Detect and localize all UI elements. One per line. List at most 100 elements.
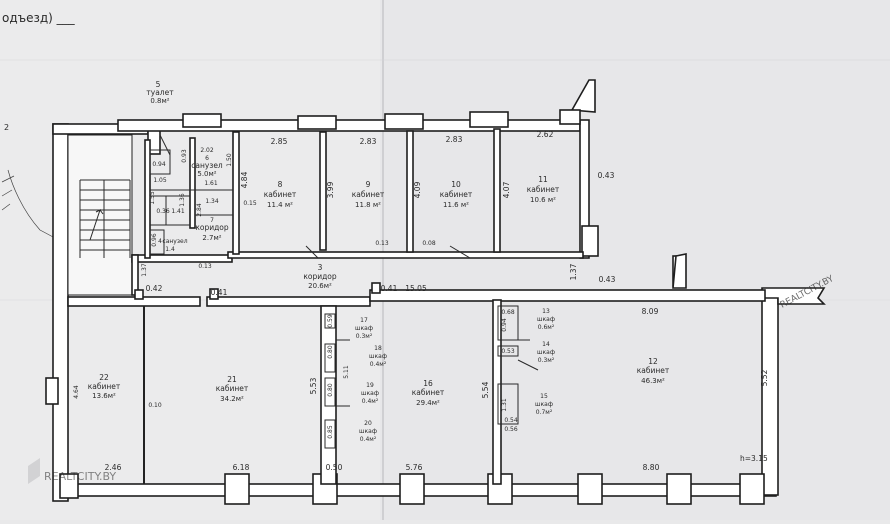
dimension-label: 0.36 bbox=[156, 208, 170, 215]
room-name: санузел bbox=[191, 161, 223, 170]
dimension-label: 0.59 bbox=[327, 314, 334, 328]
room-number: 22 bbox=[99, 373, 109, 382]
room-name: шкаф bbox=[355, 325, 373, 332]
room-label-13: 13 шкаф 0.6м² bbox=[537, 308, 555, 331]
room-area: 0.4м² bbox=[360, 436, 377, 443]
room-name: кабинет bbox=[352, 190, 385, 199]
room-area: 0.8м² bbox=[150, 97, 169, 105]
dimension-label: 0.41 bbox=[211, 288, 228, 297]
room-name: кабинет bbox=[216, 384, 249, 393]
dimension-label: 0.94 bbox=[501, 318, 508, 332]
dimension-label: 6.18 bbox=[233, 463, 250, 472]
dimension-label: 8.09 bbox=[642, 307, 659, 316]
room-area: 2.7м² bbox=[202, 234, 221, 242]
dimension-label: 15.05 bbox=[405, 284, 427, 293]
dimension-label: 1.34 bbox=[205, 198, 219, 205]
dimension-labels: 2.85 2.83 2.83 2.62 0.43 0.43 1.37 1.37 … bbox=[73, 130, 769, 472]
dimension-label: 2.46 bbox=[105, 463, 122, 472]
room-name: кабинет bbox=[440, 190, 473, 199]
room-label-5: 5 туалет 0.8м² bbox=[146, 80, 174, 105]
dimension-label: 0.85 bbox=[327, 425, 334, 439]
dimension-label: 0.13 bbox=[198, 263, 212, 270]
header-text: одъезд) ___ bbox=[2, 11, 76, 25]
dimension-label: 0.53 bbox=[501, 348, 515, 355]
dimension-label: 0.50 bbox=[326, 463, 343, 472]
room-number: 19 bbox=[366, 382, 374, 389]
dimension-label: 0.56 bbox=[504, 426, 518, 433]
room-number: 6 bbox=[205, 155, 209, 162]
room-label-8: 8 кабинет 11.4 м² bbox=[264, 180, 297, 209]
room-number: 16 bbox=[423, 379, 433, 388]
dimension-label: 0.93 bbox=[181, 149, 188, 163]
dimension-label: 4.64 bbox=[73, 385, 80, 399]
room-name: шкаф bbox=[537, 316, 555, 323]
dimension-label: 0.42 bbox=[146, 284, 163, 293]
dimension-label: 2.83 bbox=[360, 137, 377, 146]
room-area: 11.8 м² bbox=[355, 201, 381, 209]
room-label-7: 7 коридор 2.7м² bbox=[195, 217, 229, 242]
room-number: 11 bbox=[538, 175, 548, 184]
room-area: 10.6 м² bbox=[530, 196, 556, 204]
room-name: шкаф bbox=[361, 390, 379, 397]
room-number: 3 bbox=[318, 263, 323, 272]
room-area: 46.3м² bbox=[641, 377, 665, 385]
height-note: h=3.15 bbox=[740, 454, 768, 463]
room-number: 18 bbox=[374, 345, 382, 352]
dimension-label: 0.13 bbox=[375, 240, 389, 247]
corner-mark: 2 bbox=[4, 123, 9, 132]
room-name: коридор bbox=[303, 272, 337, 281]
room-number: 8 bbox=[278, 180, 283, 189]
room-label-16: 16 кабинет 29.4м² bbox=[412, 379, 445, 407]
room-name: коридор bbox=[195, 223, 229, 232]
room-number: 15 bbox=[540, 393, 548, 400]
dimension-label: 1.36 bbox=[179, 193, 186, 207]
room-area: 29.4м² bbox=[416, 399, 440, 407]
room-number: 10 bbox=[451, 180, 461, 189]
dimension-label: 1.05 bbox=[153, 177, 167, 184]
room-name: шкаф bbox=[537, 349, 555, 356]
room-area: 11.6 м² bbox=[443, 201, 469, 209]
room-name: туалет bbox=[146, 88, 174, 97]
dimension-label: 0.43 bbox=[598, 171, 615, 180]
room-area: 11.4 м² bbox=[267, 201, 293, 209]
dimension-label: 2.84 bbox=[196, 203, 203, 217]
dimension-label: 0.80 bbox=[327, 345, 334, 359]
watermark-text: REALTCITY.BY bbox=[44, 470, 116, 483]
dimension-label: 0.54 bbox=[504, 417, 518, 424]
room-label-18: 18 шкаф 0.4м² bbox=[369, 345, 387, 368]
room-label-15: 15 шкаф 0.7м² bbox=[535, 393, 553, 416]
dimension-label: 2.83 bbox=[446, 135, 463, 144]
dimension-label: 1.31 bbox=[501, 398, 508, 412]
room-area: 0.3м² bbox=[356, 333, 373, 340]
room-name: кабинет bbox=[637, 366, 670, 375]
dimension-label: 5.54 bbox=[481, 381, 490, 398]
room-labels: 5 туалет 0.8м² 6 санузел 5.0м² 4 санузел… bbox=[88, 80, 670, 443]
dimension-label: 4.84 bbox=[240, 171, 249, 188]
dimension-label: 1.41 bbox=[171, 208, 185, 215]
dimension-label: 8.80 bbox=[643, 463, 660, 472]
room-number: 14 bbox=[542, 341, 550, 348]
room-number: 17 bbox=[360, 317, 368, 324]
room-number: 5 bbox=[156, 80, 161, 89]
room-area: 0.7м² bbox=[536, 409, 553, 416]
room-area: 0.4м² bbox=[362, 398, 379, 405]
dimension-label: 4.07 bbox=[502, 181, 511, 198]
room-area: 1.4 bbox=[165, 246, 175, 253]
room-name: кабинет bbox=[264, 190, 297, 199]
room-label-11: 11 кабинет 10.6 м² bbox=[527, 175, 560, 204]
room-label-3: 3 коридор 20.6м² bbox=[303, 263, 337, 290]
room-name: шкаф bbox=[359, 428, 377, 435]
room-name: кабинет bbox=[88, 382, 121, 391]
room-label-4: 4 санузел 1.4 bbox=[158, 238, 188, 253]
room-label-6: 6 санузел 5.0м² bbox=[191, 155, 223, 178]
dimension-label: 5.11 bbox=[343, 365, 350, 379]
room-area: 0.6м² bbox=[538, 324, 555, 331]
room-area: 0.3м² bbox=[538, 357, 555, 364]
room-area: 13.6м² bbox=[92, 392, 116, 400]
dimension-label: 1.37 bbox=[141, 263, 148, 277]
dimension-label: 1.61 bbox=[204, 180, 218, 187]
room-number: 12 bbox=[648, 357, 658, 366]
room-name: санузел bbox=[162, 238, 187, 245]
